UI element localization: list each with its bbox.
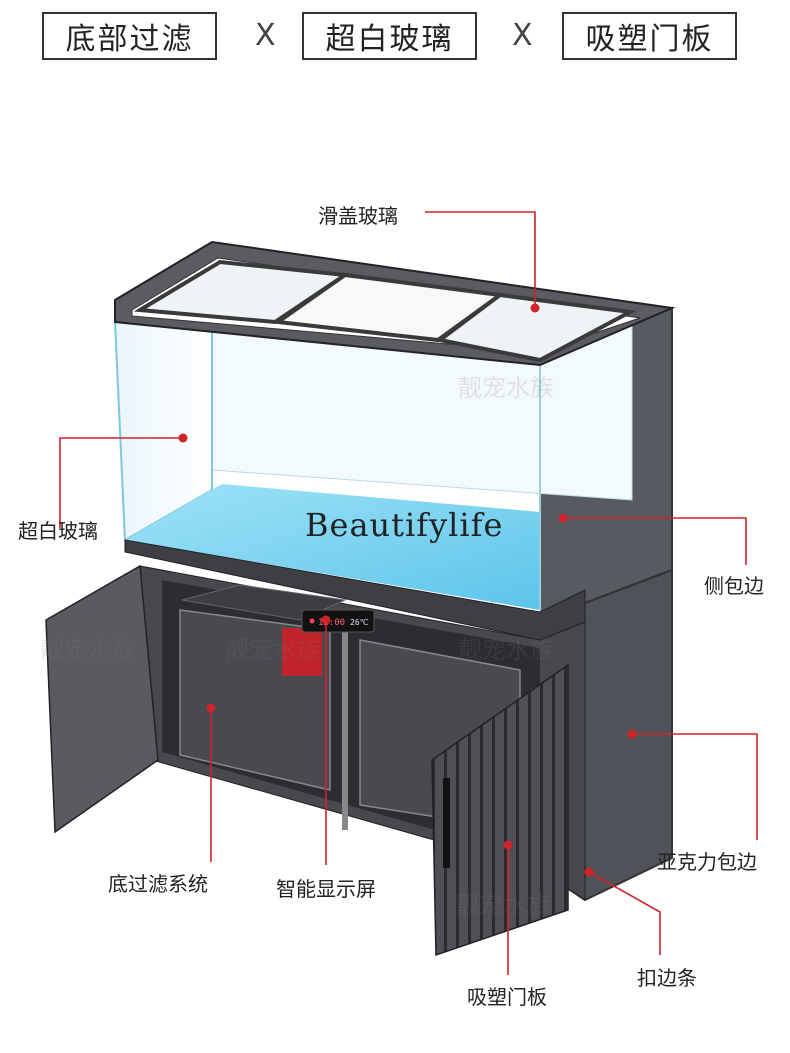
sliding-cover-panel-3	[435, 292, 637, 363]
label-sliding-cover: 滑盖玻璃	[318, 204, 398, 228]
left-door-panel	[45, 564, 159, 834]
label-ultra-clear-glass: 超白玻璃	[18, 519, 98, 543]
callout-dot-bottom-filter	[206, 703, 216, 713]
label-acrylic-trim: 亚克力包边	[657, 850, 757, 874]
callout-line-acrylic-trim	[632, 733, 758, 840]
callout-dot-acrylic-trim	[627, 729, 637, 739]
watermark-1: 靓宠水族	[458, 374, 554, 402]
label-door-panel: 吸塑门板	[467, 985, 547, 1009]
callout-line-buckle-strip	[588, 871, 661, 955]
header-tag-bottom-filter: 底部过滤	[42, 12, 217, 60]
display-time-readout: 12:00	[318, 618, 345, 628]
callout-line-side-trim	[563, 517, 747, 565]
label-bottom-filter: 底过滤系统	[108, 872, 208, 896]
callout-dot-ultra-clear-glass	[178, 433, 188, 443]
callout-dot-sliding-cover	[530, 303, 540, 313]
door-handle	[443, 778, 450, 868]
watermark-2: 靓宠水族	[40, 636, 136, 664]
filter-red-block	[282, 628, 322, 676]
header-separator-1: X	[255, 18, 276, 53]
label-buckle-strip: 扣边条	[637, 966, 697, 990]
callout-dot-side-trim	[558, 513, 568, 523]
display-temp-readout: 26℃	[350, 618, 369, 627]
label-smart-display: 智能显示屏	[276, 877, 376, 901]
smart-display-panel	[301, 609, 375, 633]
header-tag-ultra-clear-glass: 超白玻璃	[302, 12, 477, 60]
label-side-trim: 侧包边	[704, 574, 764, 598]
callout-dot-door-panel	[503, 840, 513, 850]
header-separator-2: X	[512, 18, 533, 53]
callout-line-sliding-cover	[425, 211, 536, 308]
header-tag-door-panel: 吸塑门板	[562, 12, 737, 60]
tank-water	[125, 484, 540, 610]
watermark-4: 靓宠水族	[458, 636, 554, 664]
callout-dot-buckle-strip	[584, 867, 594, 877]
right-door-panel	[431, 663, 569, 957]
brand-wordmark: Beautifylife	[305, 506, 504, 544]
watermark-3: 靓宠水族	[225, 636, 321, 664]
watermark-5: 靓宠水族	[455, 891, 551, 919]
callout-dot-smart-display	[321, 615, 331, 625]
callout-line-ultra-clear-glass	[59, 437, 183, 528]
